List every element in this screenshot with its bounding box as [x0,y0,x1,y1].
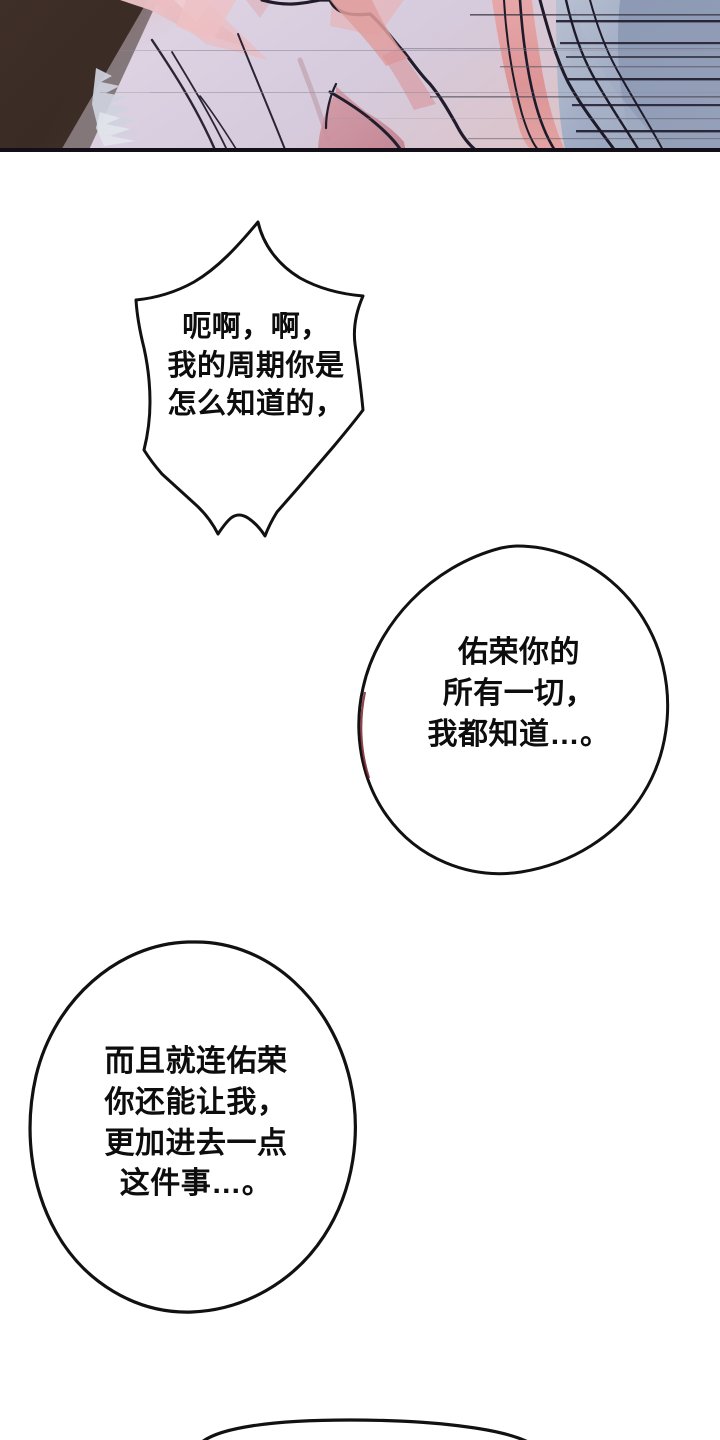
blue-grey-highlight [570,8,668,152]
bubble-3-outline [28,940,357,1314]
comic-illustration-panel [0,0,720,152]
speech-bubble-2-text: 佑荣你的 所有一切， 我都知道…。 [427,636,611,752]
speech-bubble-3-shape [28,940,357,1314]
speech-bubble-2-shape [357,544,670,876]
speed-lines [100,14,720,140]
pink-wedge-2 [382,48,436,110]
pink-wedge-1 [330,0,408,66]
finger-shape [318,86,406,152]
speech-bubble-3-text: 而且就连佑荣 你还能让我， 更加进去一点 这件事…。 [104,1045,288,1201]
speech-bubble-1-text: 呃啊，啊， 我的周期你是 怎么知道的， [167,311,345,421]
contour-right-4 [518,0,558,152]
contour-main [260,0,480,152]
speech-bubble-1[interactable]: 呃啊，啊， 我的周期你是 怎么知道的， [132,216,380,552]
finger-outline [328,90,404,152]
bubble-2-red-edge-accent [360,691,371,779]
blush-small [246,0,272,18]
line-strand-2 [171,51,229,152]
bubble-2-outline [357,544,670,876]
bubble-4-outline [202,1418,528,1440]
speech-bubble-3[interactable]: 而且就连佑荣 你还能让我， 更加进去一点 这件事…。 [26,938,366,1316]
bubble-1-outline [134,220,365,538]
line-strand-3 [199,95,239,152]
line-strand-4 [237,33,287,152]
speech-bubble-4-shape [202,1418,528,1440]
panel-bottom-border [0,148,720,152]
skin-speed-lines [150,50,520,119]
speech-bubble-4-partial[interactable] [200,1418,530,1440]
speech-bubble-1-shape [134,220,365,538]
highlight-spikes-lower [96,112,136,146]
contour-right-2 [564,0,642,152]
finger-crease [324,82,338,130]
speech-bubble-2[interactable]: 佑荣你的 所有一切， 我都知道…。 [355,542,680,880]
line-strand-1 [150,38,218,152]
blush-upper-left [176,0,236,42]
illustration-artwork [0,0,720,152]
contour-right-5 [503,0,541,152]
